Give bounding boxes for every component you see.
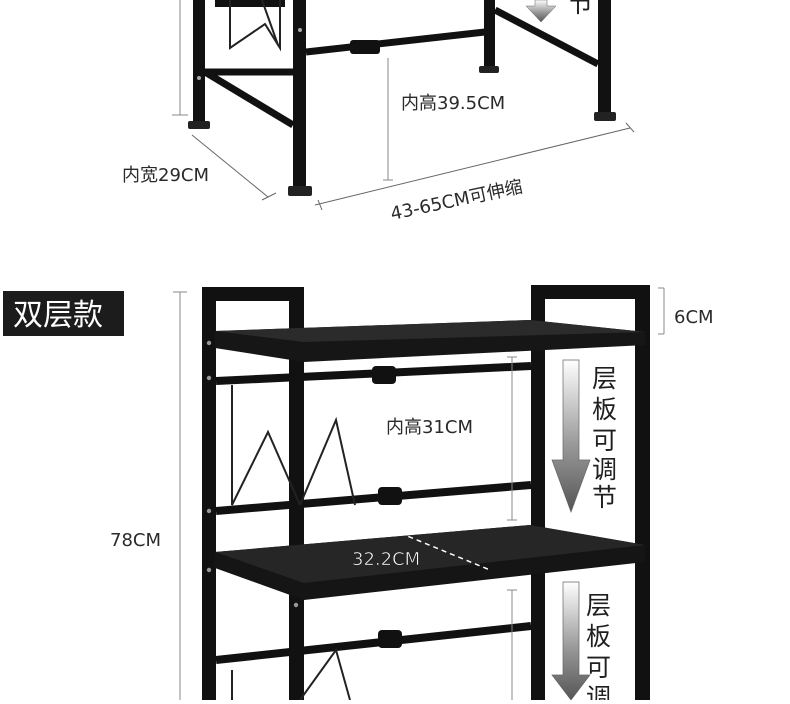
double-layer-badge xyxy=(3,291,124,336)
svg-text:层: 层 xyxy=(592,364,617,393)
clipped-adjust-char: 节 xyxy=(568,0,593,18)
double-inner-height-label: 内高31CM xyxy=(386,417,473,438)
single-inner-height-label: 内高39.5CM xyxy=(401,93,505,114)
adjust-text-lower: 层 板 可 调 xyxy=(586,591,611,704)
double-layer-badge-text: 双层款 xyxy=(13,298,103,333)
double-rack-drawing xyxy=(173,285,665,701)
svg-text:调: 调 xyxy=(586,683,611,700)
svg-text:节: 节 xyxy=(592,483,617,512)
svg-text:板: 板 xyxy=(592,395,617,424)
telescopic-range-label: 43-65CM可伸缩 xyxy=(389,176,525,224)
adjust-text-upper: 层 板 可 调 节 xyxy=(592,364,617,512)
top-rail-height-label: 6CM xyxy=(674,307,714,328)
single-inner-width-label: 内宽29CM xyxy=(122,165,209,186)
svg-text:可: 可 xyxy=(592,426,617,455)
svg-text:调: 调 xyxy=(592,455,617,484)
single-rack-drawing xyxy=(172,0,635,211)
svg-text:层: 层 xyxy=(586,591,611,620)
shelf-depth-label: 32.2CM xyxy=(352,549,420,570)
svg-text:板: 板 xyxy=(586,622,611,651)
svg-text:可: 可 xyxy=(586,653,611,682)
total-height-label: 78CM xyxy=(110,530,161,551)
